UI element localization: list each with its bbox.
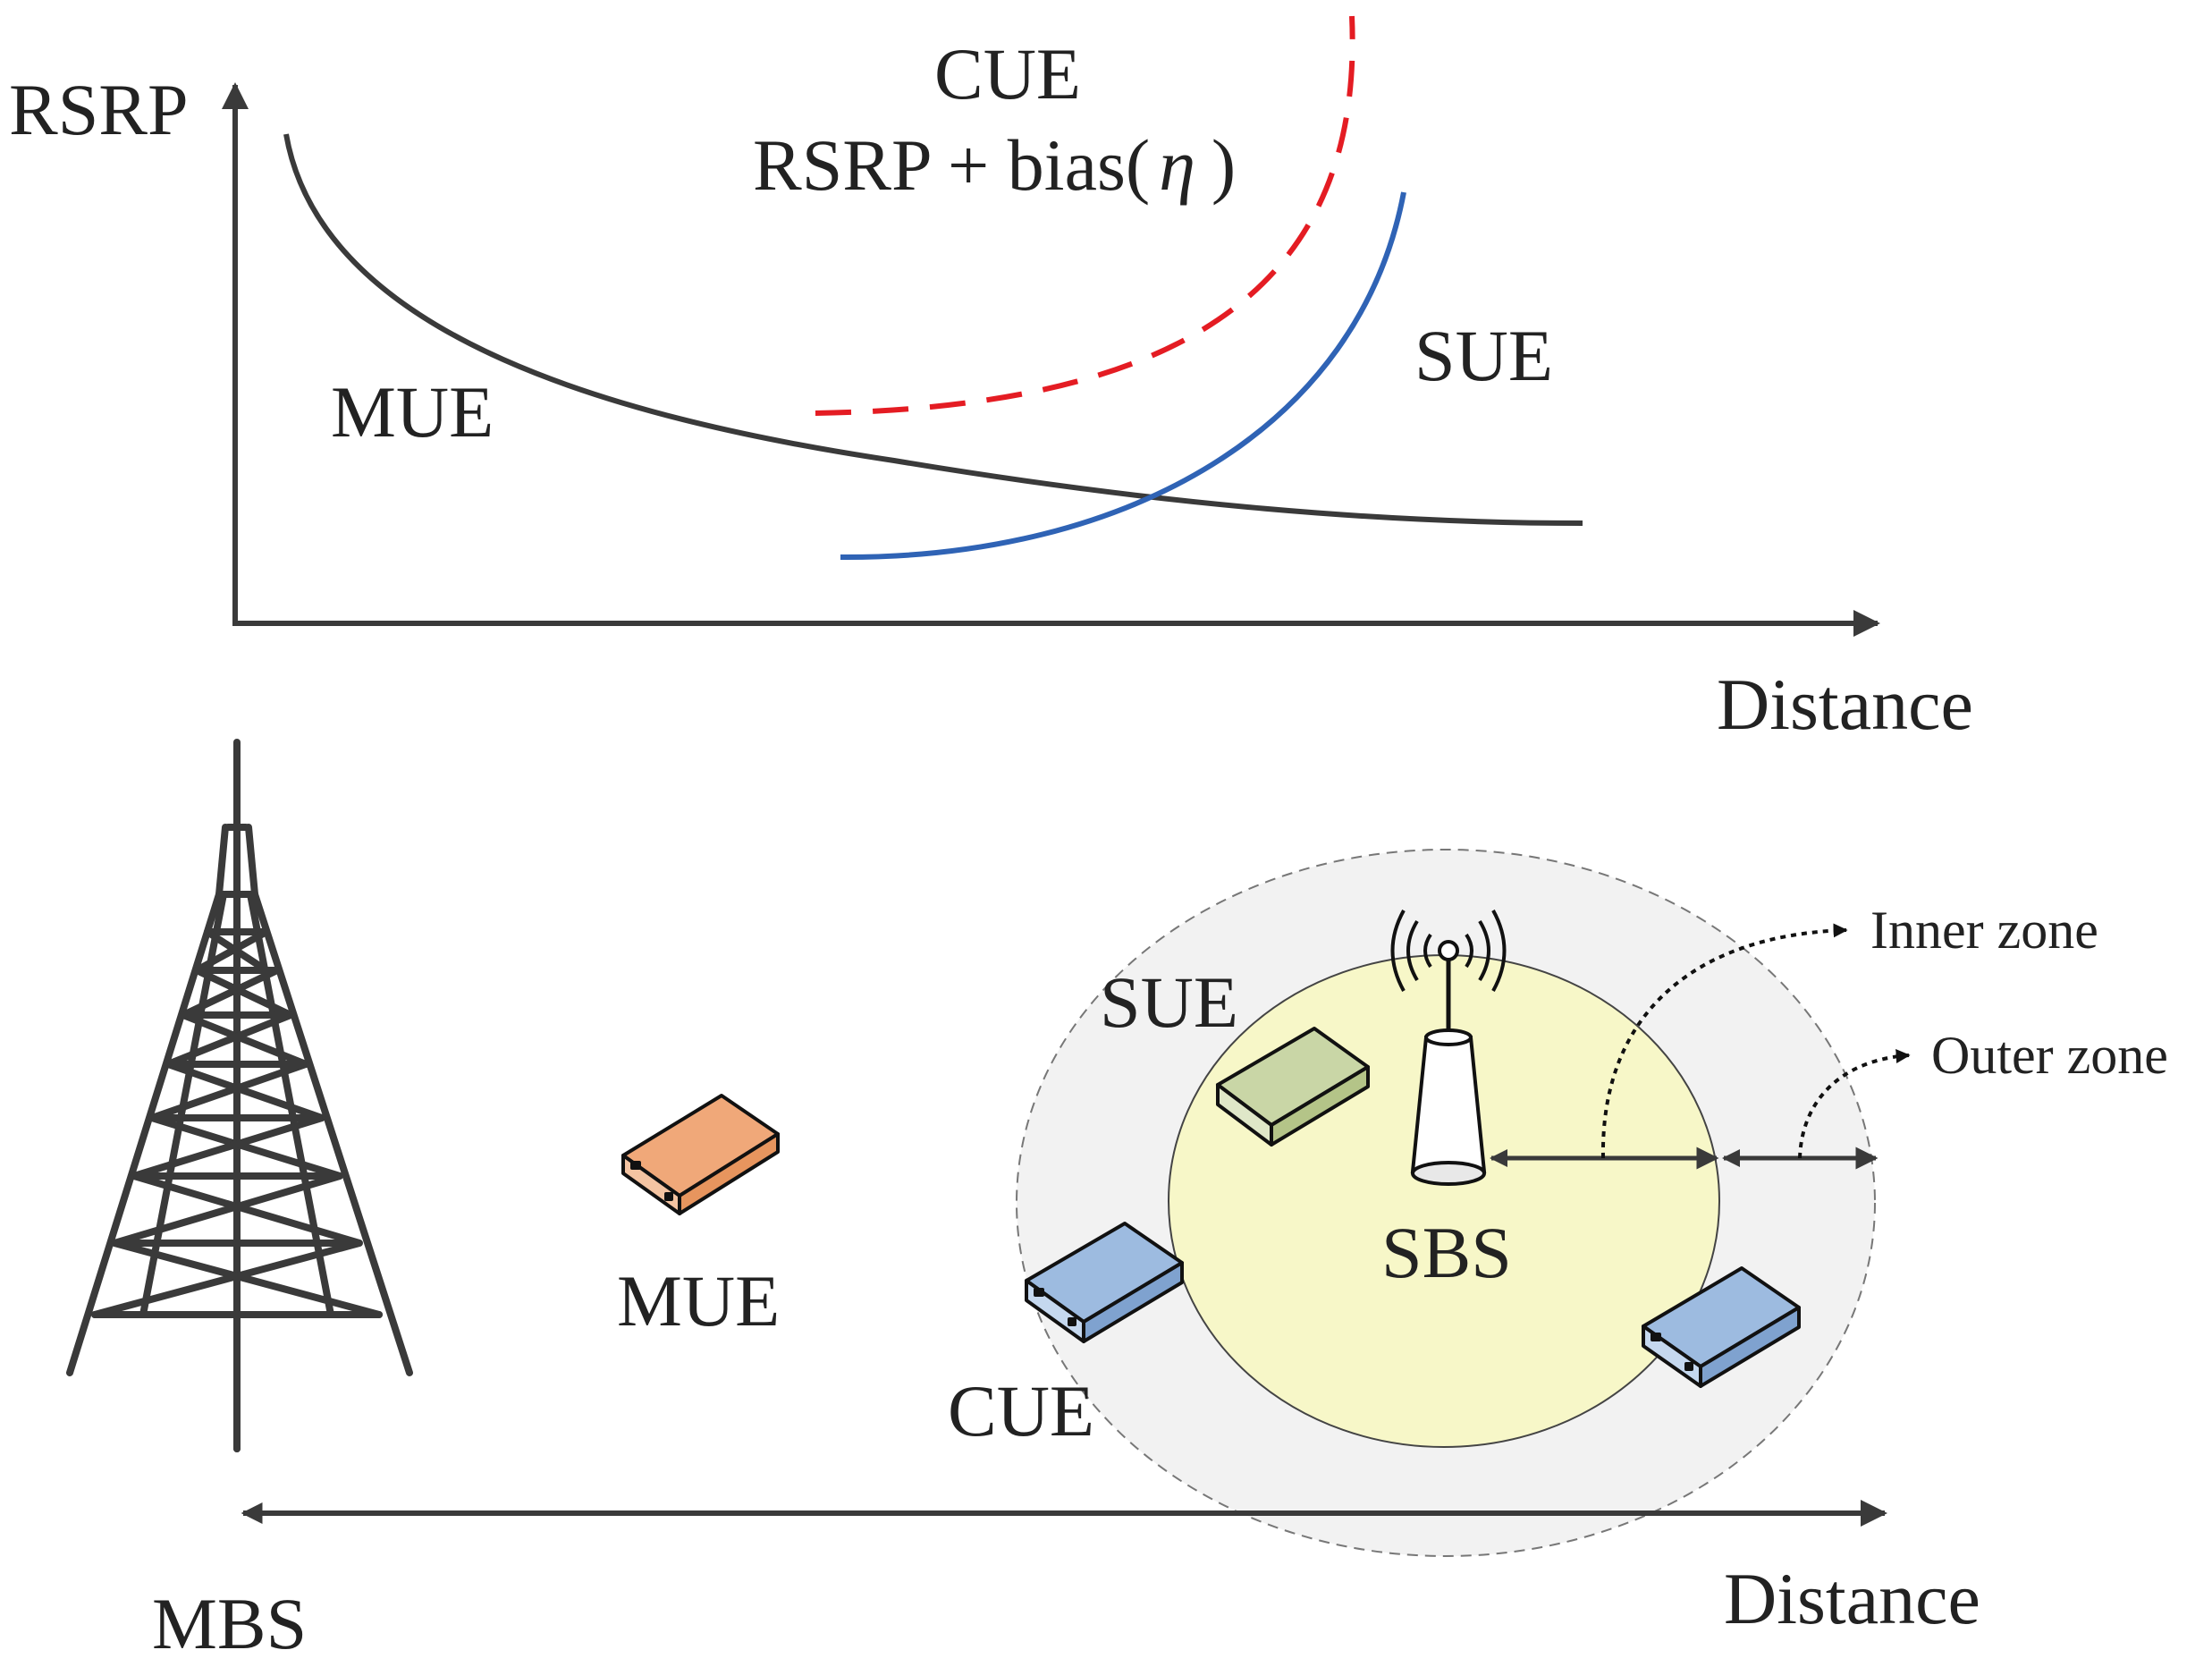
- small-cell-antenna-icon: [1410, 940, 1487, 1186]
- mue-device-icon: [621, 1094, 780, 1215]
- cue-device-icon-2: [1642, 1266, 1801, 1388]
- bias-close-paren: ): [1212, 124, 1236, 206]
- bias-formula-label: RSRP + bias(η): [753, 124, 1236, 206]
- signal-wave-icon: [1390, 910, 1507, 992]
- x-axis-label: Distance: [1717, 664, 1973, 745]
- bias-formula-text: RSRP + bias(: [753, 124, 1150, 206]
- cue-device-label: CUE: [948, 1370, 1094, 1451]
- outer-zone-label: Outer zone: [1931, 1026, 2168, 1085]
- eta-symbol: η: [1159, 124, 1195, 206]
- inner-zone-label: Inner zone: [1870, 901, 2098, 960]
- network-scene: MBS Distance MUE SUE CUE: [66, 739, 2168, 1664]
- rsrp-chart: RSRP Distance CUE RSRP + bias(η) SUE MUE: [9, 15, 1973, 745]
- bottom-distance-label: Distance: [1724, 1558, 1980, 1639]
- macro-tower-icon: [66, 739, 413, 1452]
- outer-zone-callout: [1798, 1048, 1911, 1159]
- sbs-label: SBS: [1381, 1212, 1512, 1293]
- cue-biased-rsrp-curve: [815, 15, 1355, 416]
- mue-device-label: MUE: [617, 1260, 780, 1341]
- sue-device-icon: [1216, 1027, 1370, 1147]
- sue-curve-label: SUE: [1414, 315, 1553, 396]
- cue-curve-label: CUE: [934, 33, 1081, 114]
- sue-device-label: SUE: [1100, 961, 1238, 1043]
- mue-curve-label: MUE: [331, 371, 494, 453]
- mue-rsrp-curve: [283, 133, 1583, 526]
- sue-rsrp-curve: [840, 191, 1406, 561]
- cue-device-icon: [1025, 1222, 1184, 1343]
- y-axis-label: RSRP: [9, 69, 189, 150]
- inner-zone-callout: [1600, 923, 1848, 1159]
- mbs-label: MBS: [152, 1583, 307, 1663]
